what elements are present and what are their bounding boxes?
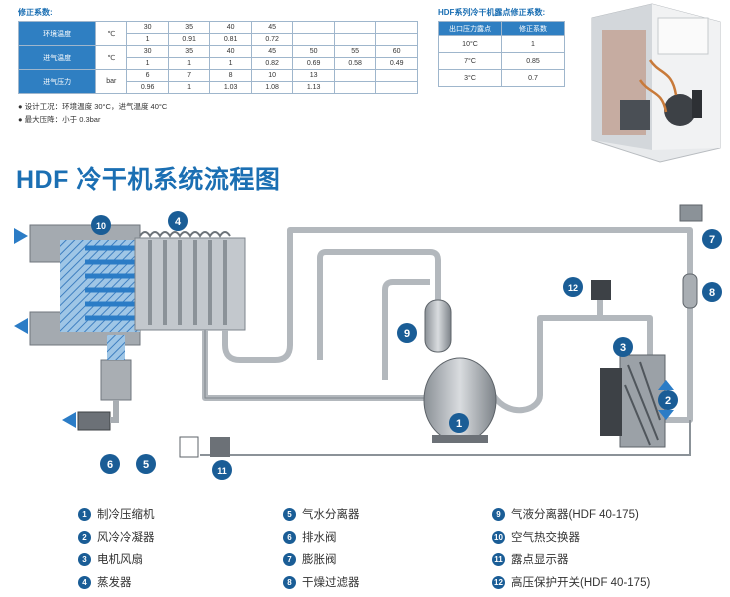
badge-4: 4 xyxy=(168,211,188,231)
evaporator xyxy=(134,231,246,331)
table-row: 7°C 0.85 xyxy=(438,52,565,70)
svg-text:6: 6 xyxy=(107,459,113,471)
badge-10: 10 xyxy=(91,215,111,235)
row-label: 环境温度 xyxy=(17,21,97,46)
svg-text:7: 7 xyxy=(709,234,715,246)
svg-text:9: 9 xyxy=(404,328,410,340)
dryer-machine-illustration xyxy=(591,3,721,163)
svg-text:5: 5 xyxy=(143,459,149,471)
water-separator xyxy=(100,359,132,401)
dew-point-table: 出口压力露点 修正系数 10°C 1 7°C 0.85 3°C 0.7 xyxy=(438,21,565,87)
table-row: 进气压力 bar 6 7 8 10 13 xyxy=(17,69,418,94)
flow-diagram: 1 2 3 4 5 6 7 8 9 10 11 12 xyxy=(14,204,722,480)
svg-text:8: 8 xyxy=(709,287,715,299)
drain-outlet-arrow xyxy=(62,412,76,428)
svg-text:4: 4 xyxy=(175,216,182,228)
badge-9: 9 xyxy=(397,323,417,343)
badge-1: 1 xyxy=(449,413,469,433)
badge-5: 5 xyxy=(136,454,156,474)
drain-valve xyxy=(77,411,111,431)
table-row: 1 1 1 0.82 0.69 0.58 0.49 xyxy=(19,57,418,70)
svg-text:10: 10 xyxy=(96,221,106,231)
flow-arrows xyxy=(658,380,674,420)
row-label: 进气压力 xyxy=(17,69,97,94)
note-pressure-drop: ● 最大压降：小于 0.3bar xyxy=(18,115,101,124)
table-row: 0.96 1 1.03 1.08 1.13 xyxy=(19,81,418,94)
high-pressure-switch xyxy=(591,280,611,300)
dew-table-title: HDF系列冷干机露点修正系数: xyxy=(438,8,546,17)
table-row: 3°C 0.7 xyxy=(438,69,565,87)
correction-table: 环境温度 ℃ 30 35 40 45 1 0.91 0.81 0.72 进气温度… xyxy=(17,21,418,94)
svg-text:3: 3 xyxy=(620,342,626,354)
svg-text:2: 2 xyxy=(665,395,671,407)
badge-2: 2 xyxy=(658,390,678,410)
svg-text:12: 12 xyxy=(568,283,578,293)
air-outlet-arrow xyxy=(14,228,28,244)
diagram-number-badges: 1 2 3 4 5 6 7 8 9 10 11 12 xyxy=(91,211,722,480)
table-row: 环境温度 ℃ 30 35 40 45 xyxy=(17,21,418,46)
correction-table-title: 修正系数: xyxy=(18,8,53,17)
dryer-filter xyxy=(682,273,698,309)
expansion-valve xyxy=(679,204,703,222)
table-row: 10°C 1 xyxy=(438,35,565,53)
row-label: 进气温度 xyxy=(17,45,97,70)
svg-text:1: 1 xyxy=(456,418,462,430)
dew-point-display xyxy=(179,436,199,458)
table-row: 出口压力露点 修正系数 xyxy=(438,21,565,36)
badge-7: 7 xyxy=(702,229,722,249)
badge-3: 3 xyxy=(613,337,633,357)
page-title: HDF 冷干机系统流程图 xyxy=(16,166,281,194)
badge-12: 12 xyxy=(563,277,583,297)
badge-8: 8 xyxy=(702,282,722,302)
table-row: 进气温度 ℃ 30 35 40 45 50 55 60 xyxy=(17,45,418,70)
table-row: 1 0.91 0.81 0.72 xyxy=(19,33,418,46)
dew-sensor xyxy=(210,437,230,457)
badge-11: 11 xyxy=(212,460,232,480)
gas-liquid-separator xyxy=(424,299,452,353)
note-design-condition: ● 设计工况：环境温度 30°C，进气温度 40°C xyxy=(18,102,168,111)
fan-motor xyxy=(600,368,622,436)
svg-text:11: 11 xyxy=(217,466,227,476)
badge-6: 6 xyxy=(100,454,120,474)
air-inlet-arrow xyxy=(14,318,28,334)
